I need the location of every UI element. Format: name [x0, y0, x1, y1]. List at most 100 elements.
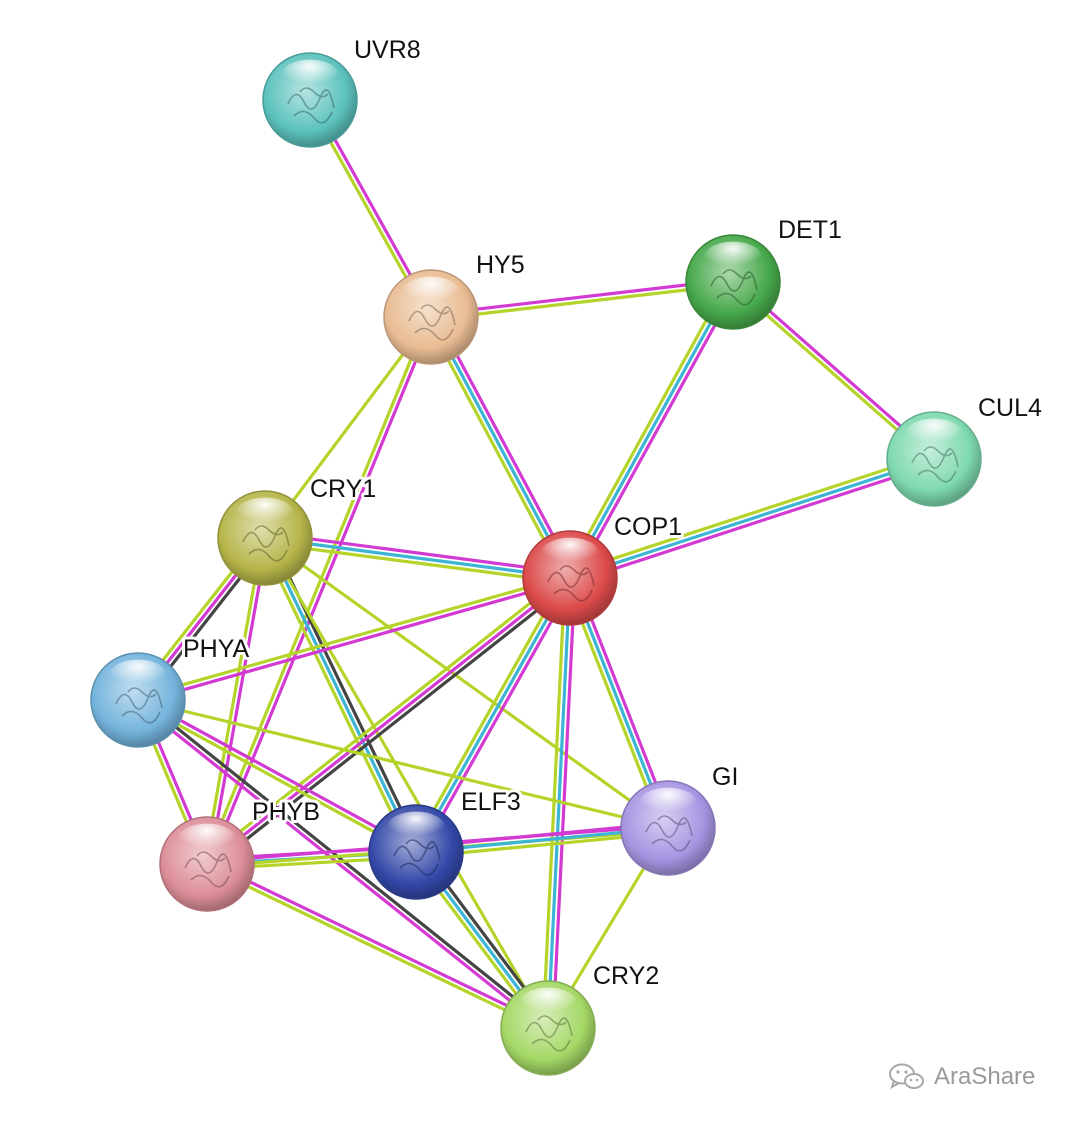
node-cry1[interactable]	[217, 490, 313, 586]
wechat-icon	[889, 1063, 924, 1090]
edge-cry1-gi	[263, 536, 670, 830]
edge-line-cyan	[568, 280, 735, 580]
node-highlight	[108, 659, 168, 692]
edge-line-cyan	[263, 536, 572, 580]
node-label-halo: CRY1	[310, 475, 376, 503]
edge-line-lime	[135, 700, 417, 856]
node-label-halo: PHYB	[252, 798, 320, 826]
node-label-halo: CUL4	[978, 394, 1042, 422]
edge-line-lime	[258, 538, 414, 856]
node-highlight	[401, 276, 461, 309]
edge-line-lime	[410, 573, 568, 852]
node-highlight	[703, 241, 763, 274]
edge-line-cyan	[568, 457, 936, 580]
edge-hy5-det1	[429, 277, 735, 322]
node-highlight	[904, 418, 964, 451]
node-phya[interactable]	[90, 652, 186, 748]
edge-det1-cop1	[564, 277, 739, 583]
node-label-halo: HY5	[476, 251, 525, 279]
edge-line-cyan	[263, 536, 418, 854]
edge-line-lime	[541, 576, 567, 1030]
node-label-halo: GI	[712, 763, 738, 791]
edge-line-lime	[263, 536, 670, 830]
node-highlight	[518, 987, 578, 1020]
node-highlight	[540, 537, 600, 570]
node-highlight	[177, 823, 237, 856]
edge-line-dark	[208, 580, 575, 870]
edge-line-lime	[202, 535, 265, 866]
node-highlight	[235, 497, 295, 530]
labels-layer: UVR8UVR8HY5HY5DET1DET1CUL4CUL4CRY1CRY1CO…	[180, 33, 1045, 993]
node-elf3[interactable]	[368, 804, 464, 900]
node-label-hy5: HY5	[476, 251, 525, 279]
node-cul4[interactable]	[886, 411, 982, 507]
edge-phyb-cry2	[204, 860, 551, 1032]
edge-line-cyan	[429, 315, 572, 580]
edge-line-cyan	[414, 576, 572, 854]
node-hy5[interactable]	[383, 269, 479, 365]
edge-phya-elf3	[135, 696, 419, 856]
edge-cry1-cry2	[263, 536, 550, 1030]
node-label-gi: GI	[712, 763, 738, 791]
node-label-cry2: CRY2	[593, 962, 659, 990]
node-highlight	[386, 811, 446, 844]
node-label-phya: PHYA	[183, 635, 250, 663]
edge-line-lime	[202, 572, 569, 862]
node-label-cul4: CUL4	[978, 394, 1042, 422]
node-highlight	[280, 59, 340, 92]
node-uvr8[interactable]	[262, 52, 358, 148]
node-label-phyb: PHYB	[252, 798, 320, 826]
edge-cop1-phyb	[202, 572, 575, 870]
edge-line-magenta	[433, 313, 577, 578]
edge-line-lime	[263, 536, 550, 1030]
edge-line-lime	[135, 573, 571, 700]
edge-line-magenta	[418, 578, 576, 857]
edge-line-magenta	[134, 700, 549, 1032]
node-label-cry1: CRY1	[310, 475, 376, 503]
edge-line-lime	[203, 314, 431, 865]
edge-hy5-phyb	[203, 314, 435, 867]
edge-line-magenta	[569, 462, 938, 585]
node-phyb[interactable]	[159, 816, 255, 912]
node-cop1[interactable]	[522, 530, 618, 626]
node-det1[interactable]	[685, 234, 781, 330]
edge-line-lime	[204, 864, 549, 1032]
edge-line-magenta	[572, 282, 739, 583]
edge-line-magenta	[137, 696, 419, 852]
node-gi[interactable]	[620, 780, 716, 876]
edge-cry1-phyb	[202, 535, 270, 867]
edge-line-lime	[564, 277, 731, 578]
edge-cul4-cop1	[566, 452, 938, 585]
node-label-halo: UVR8	[354, 36, 421, 64]
node-label-uvr8: UVR8	[354, 36, 421, 64]
node-label-halo: ELF3	[461, 788, 521, 816]
node-highlight	[638, 787, 698, 820]
edge-line-lime	[424, 317, 568, 582]
nodes-layer	[90, 52, 982, 1076]
watermark-text: AraShare	[934, 1063, 1036, 1090]
edge-line-magenta	[429, 277, 735, 317]
node-cry2[interactable]	[500, 980, 596, 1076]
node-label-halo: CRY2	[593, 962, 659, 990]
edge-line-magenta	[207, 536, 270, 867]
node-label-halo: PHYA	[183, 635, 250, 663]
node-label-elf3: ELF3	[461, 788, 521, 816]
node-label-halo: DET1	[778, 216, 842, 244]
edge-line-lime	[136, 698, 670, 830]
edge-phya-gi	[136, 698, 670, 830]
edge-line-lime	[262, 541, 571, 585]
node-label-cop1: COP1	[614, 513, 682, 541]
watermark: AraShare	[888, 1062, 1035, 1092]
edge-line-magenta	[137, 578, 573, 705]
edge-cop1-phya	[135, 573, 573, 705]
edge-cop1-elf3	[410, 573, 576, 857]
edge-hy5-cop1	[424, 313, 577, 582]
node-label-det1: DET1	[778, 216, 842, 244]
edge-line-magenta	[207, 316, 435, 867]
edge-line-lime	[566, 452, 935, 575]
edge-cry1-cop1	[262, 531, 573, 585]
edge-line-magenta	[264, 531, 573, 575]
node-label-halo: COP1	[614, 513, 682, 541]
